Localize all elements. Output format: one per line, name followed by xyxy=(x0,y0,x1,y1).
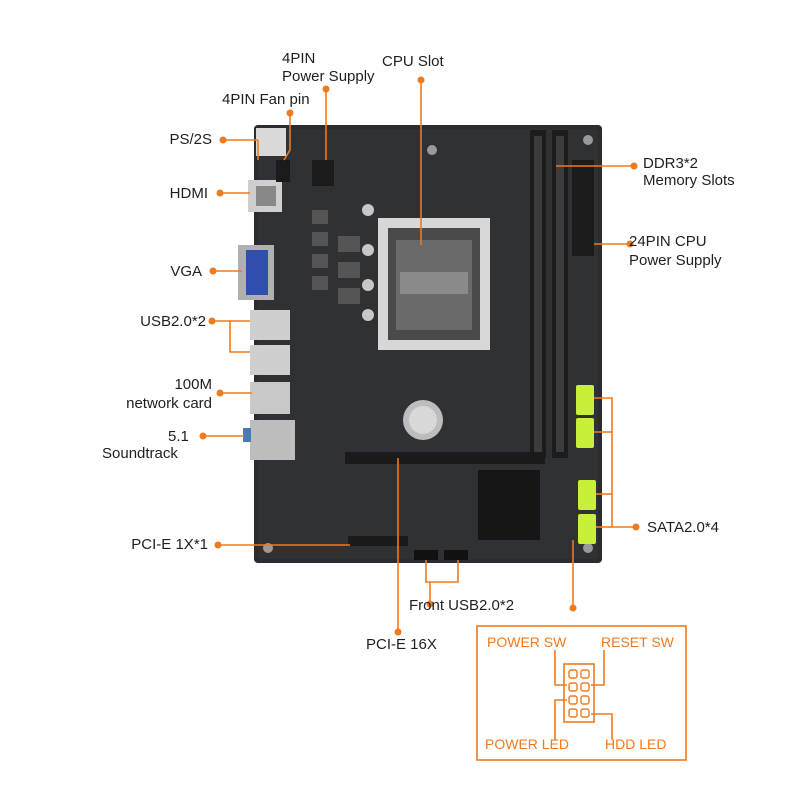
front-panel-box xyxy=(476,625,687,761)
front-usb-header xyxy=(414,550,438,560)
label-usb-rear: USB2.0*2 xyxy=(140,313,206,330)
label-sound-2: Soundtrack xyxy=(102,445,178,462)
label-front-usb: Front USB2.0*2 xyxy=(409,597,515,614)
label-hdmi: HDMI xyxy=(169,185,208,202)
pcie-16x-slot xyxy=(345,452,545,464)
callout-dots xyxy=(199,76,640,636)
label-power-led: POWER LED xyxy=(485,736,570,752)
label-cpu-slot: CPU Slot xyxy=(382,53,444,70)
cpu-socket xyxy=(378,218,490,350)
atx-4pin xyxy=(312,160,334,186)
ram-slots xyxy=(530,130,568,458)
label-24pin-1: 24PIN CPU xyxy=(629,233,707,250)
label-4pin-fan: 4PIN Fan pin xyxy=(222,91,310,108)
label-pcie-16x: PCI-E 16X xyxy=(366,636,437,653)
label-ddr3-2: Memory Slots xyxy=(643,172,735,189)
label-sound-1: 5.1 xyxy=(168,428,189,445)
label-vga: VGA xyxy=(170,263,202,280)
callout-lines xyxy=(205,80,634,630)
chipset-heatsink xyxy=(478,470,540,540)
label-pcie-1x: PCI-E 1X*1 xyxy=(131,536,208,553)
label-power-sw: POWER SW xyxy=(487,634,567,650)
label-24pin-2: Power Supply xyxy=(629,252,722,269)
label-ps2: PS/2S xyxy=(169,131,212,148)
label-ddr3-1: DDR3*2 xyxy=(643,155,699,172)
label-hdd-led: HDD LED xyxy=(605,736,667,752)
label-4pin-power-1: 4PIN xyxy=(282,50,316,67)
label-network-2: network card xyxy=(126,395,212,412)
label-reset-sw: RESET SW xyxy=(601,634,674,650)
label-4pin-power-2: Power Supply xyxy=(282,68,375,85)
vrm xyxy=(312,204,374,321)
sata-ports xyxy=(576,385,596,544)
fan-header xyxy=(276,160,290,182)
label-sata: SATA2.0*4 xyxy=(647,519,719,536)
rear-io xyxy=(238,128,295,460)
atx-24pin xyxy=(572,160,594,256)
pcie-1x-slot xyxy=(348,536,408,546)
label-network-1: 100M xyxy=(174,376,212,393)
